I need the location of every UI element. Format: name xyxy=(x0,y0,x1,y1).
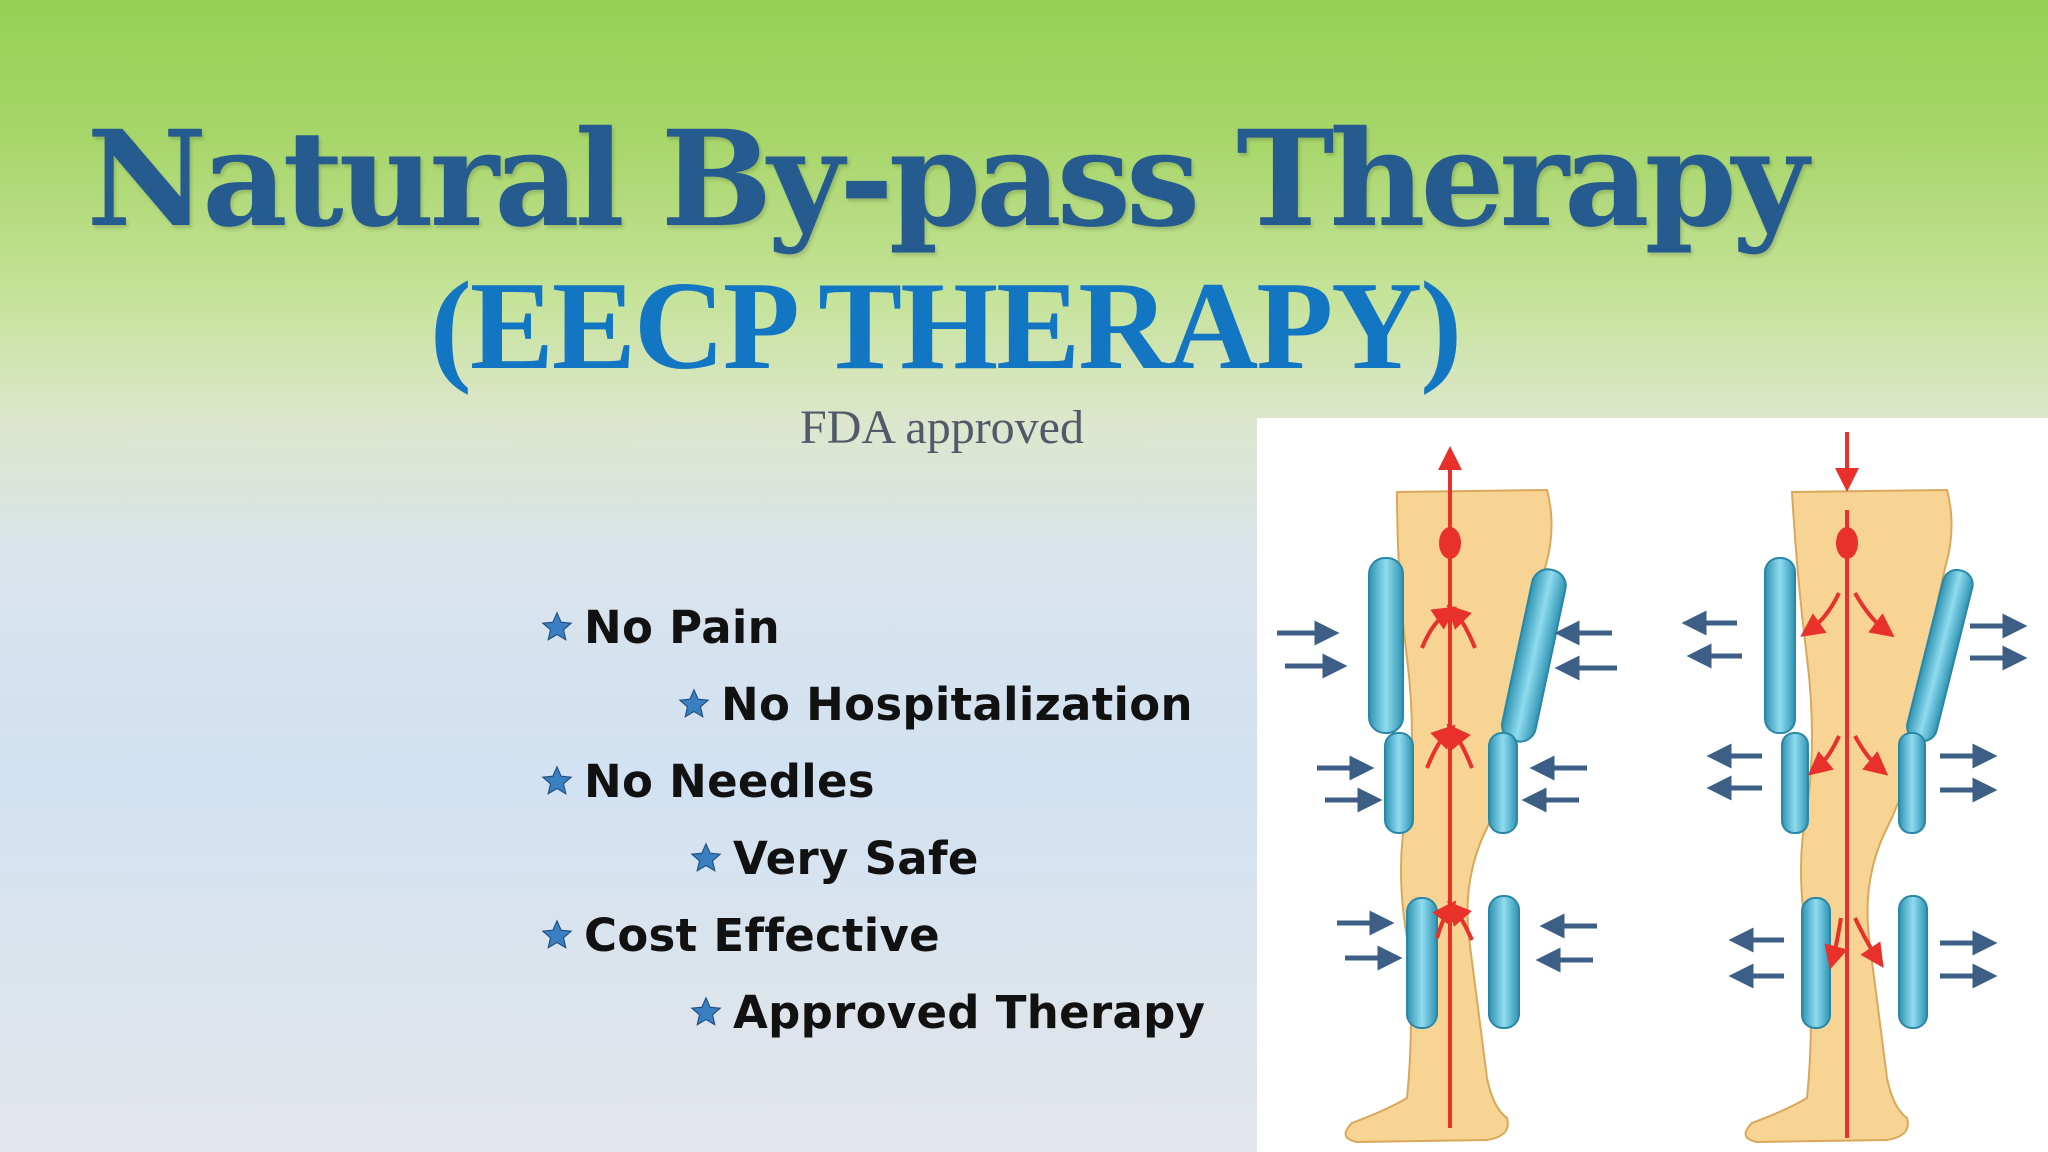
bullet-label: No Needles xyxy=(584,754,875,808)
leg-deflation-diagram-icon xyxy=(1681,432,2028,1144)
bullet-label: No Pain xyxy=(584,600,780,654)
star-bullet-icon xyxy=(541,765,573,795)
star-bullet-icon xyxy=(678,688,710,718)
bullet-label: Approved Therapy xyxy=(733,985,1206,1039)
bullet-no-needles: No Needles xyxy=(540,751,875,811)
eecp-leg-diagram xyxy=(1257,418,2048,1152)
slide-title: Natural By-pass Therapy xyxy=(86,102,1808,257)
star-bullet-icon xyxy=(690,842,722,872)
bullet-no-pain: No Pain xyxy=(540,597,780,657)
bullet-very-safe: Very Safe xyxy=(689,828,979,888)
bullet-approved-therapy: Approved Therapy xyxy=(689,982,1205,1042)
bullet-label: Cost Effective xyxy=(584,908,940,962)
star-bullet-icon xyxy=(690,996,722,1026)
bullet-label: Very Safe xyxy=(733,831,979,885)
star-bullet-icon xyxy=(541,611,573,641)
fda-approved-note: FDA approved xyxy=(800,401,1084,454)
bullet-no-hospitalization: No Hospitalization xyxy=(677,674,1193,734)
slide-subtitle: (EECP THERAPY) xyxy=(429,257,1462,396)
bullet-label: No Hospitalization xyxy=(721,677,1193,731)
star-bullet-icon xyxy=(541,919,573,949)
leg-inflation-diagram-icon xyxy=(1277,446,1617,1144)
bullet-cost-effective: Cost Effective xyxy=(540,905,940,965)
